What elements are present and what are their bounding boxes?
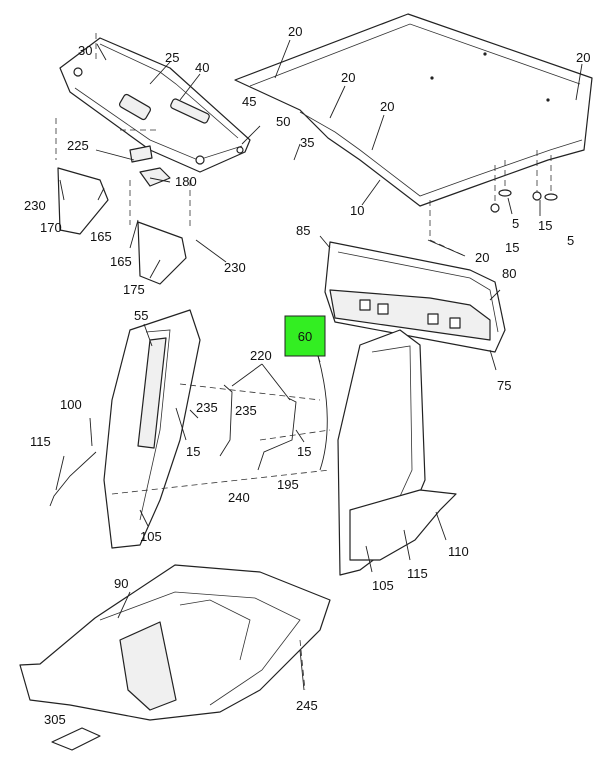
callout-195[interactable]: 195 [277, 477, 299, 492]
leader-lines [55, 39, 583, 691]
callout-180[interactable]: 180 [175, 174, 197, 189]
sun-visor-right [137, 221, 187, 285]
callout-40[interactable]: 40 [195, 60, 209, 75]
callout-245[interactable]: 245 [296, 698, 318, 713]
callout-175[interactable]: 175 [123, 282, 145, 297]
seatbelt-left [49, 451, 97, 507]
lower-trim-right [349, 489, 457, 561]
callout-20[interactable]: 20 [475, 250, 489, 265]
callout-225[interactable]: 225 [67, 138, 89, 153]
callout-20[interactable]: 20 [288, 24, 302, 39]
door-pillar-trim-left [103, 309, 201, 549]
callout-235[interactable]: 235 [196, 400, 218, 415]
callout-35[interactable]: 35 [300, 135, 314, 150]
callout-305[interactable]: 305 [44, 712, 66, 727]
floor-insert-305 [51, 727, 101, 751]
callout-220[interactable]: 220 [250, 348, 272, 363]
callout-45[interactable]: 45 [242, 94, 256, 109]
callout-235[interactable]: 235 [235, 403, 257, 418]
callout-15[interactable]: 15 [186, 444, 200, 459]
callout-165[interactable]: 165 [110, 254, 132, 269]
callout-20[interactable]: 20 [380, 99, 394, 114]
callout-165[interactable]: 165 [90, 229, 112, 244]
grab-handles [219, 384, 297, 471]
assembly-guides [55, 33, 466, 691]
sun-visor-left [57, 167, 109, 235]
callout-55[interactable]: 55 [134, 308, 148, 323]
callout-85[interactable]: 85 [296, 223, 310, 238]
callout-105[interactable]: 105 [140, 529, 162, 544]
callout-240[interactable]: 240 [228, 490, 250, 505]
callout-105[interactable]: 105 [372, 578, 394, 593]
visor-clip [129, 145, 171, 187]
callout-50[interactable]: 50 [276, 114, 290, 129]
callout-170[interactable]: 170 [40, 220, 62, 235]
callout-20[interactable]: 20 [341, 70, 355, 85]
callout-80[interactable]: 80 [502, 266, 516, 281]
callout-75[interactable]: 75 [497, 378, 511, 393]
callout-5[interactable]: 5 [512, 216, 519, 231]
callout-115[interactable]: 115 [30, 434, 51, 449]
rear-wall-panel-part [324, 241, 506, 353]
callout-15[interactable]: 15 [538, 218, 552, 233]
highlight-leader [317, 355, 321, 363]
callout-20[interactable]: 20 [576, 50, 590, 65]
floor-mat-part [19, 564, 331, 721]
callout-10[interactable]: 10 [350, 203, 364, 218]
callout-230[interactable]: 230 [24, 198, 46, 213]
callout-90[interactable]: 90 [114, 576, 128, 591]
callout-15[interactable]: 15 [505, 240, 519, 255]
weatherstrip-part [317, 355, 328, 471]
callout-100[interactable]: 100 [60, 397, 82, 412]
callout-30[interactable]: 30 [78, 43, 92, 58]
highlighted-callout-60[interactable]: 60 [284, 315, 326, 357]
headliner-part [234, 13, 593, 207]
callout-25[interactable]: 25 [165, 50, 179, 65]
retainer-clips [490, 150, 558, 213]
callout-labels: 20 20 20 20 30 25 40 45 50 35 225 180 23… [24, 24, 590, 727]
highlight-label: 60 [298, 329, 312, 344]
callout-115[interactable]: 115 [407, 566, 428, 581]
callout-5[interactable]: 5 [567, 233, 574, 248]
callout-230[interactable]: 230 [224, 260, 246, 275]
overhead-console-part [59, 37, 251, 173]
callout-15[interactable]: 15 [297, 444, 311, 459]
callout-110[interactable]: 110 [448, 544, 469, 559]
